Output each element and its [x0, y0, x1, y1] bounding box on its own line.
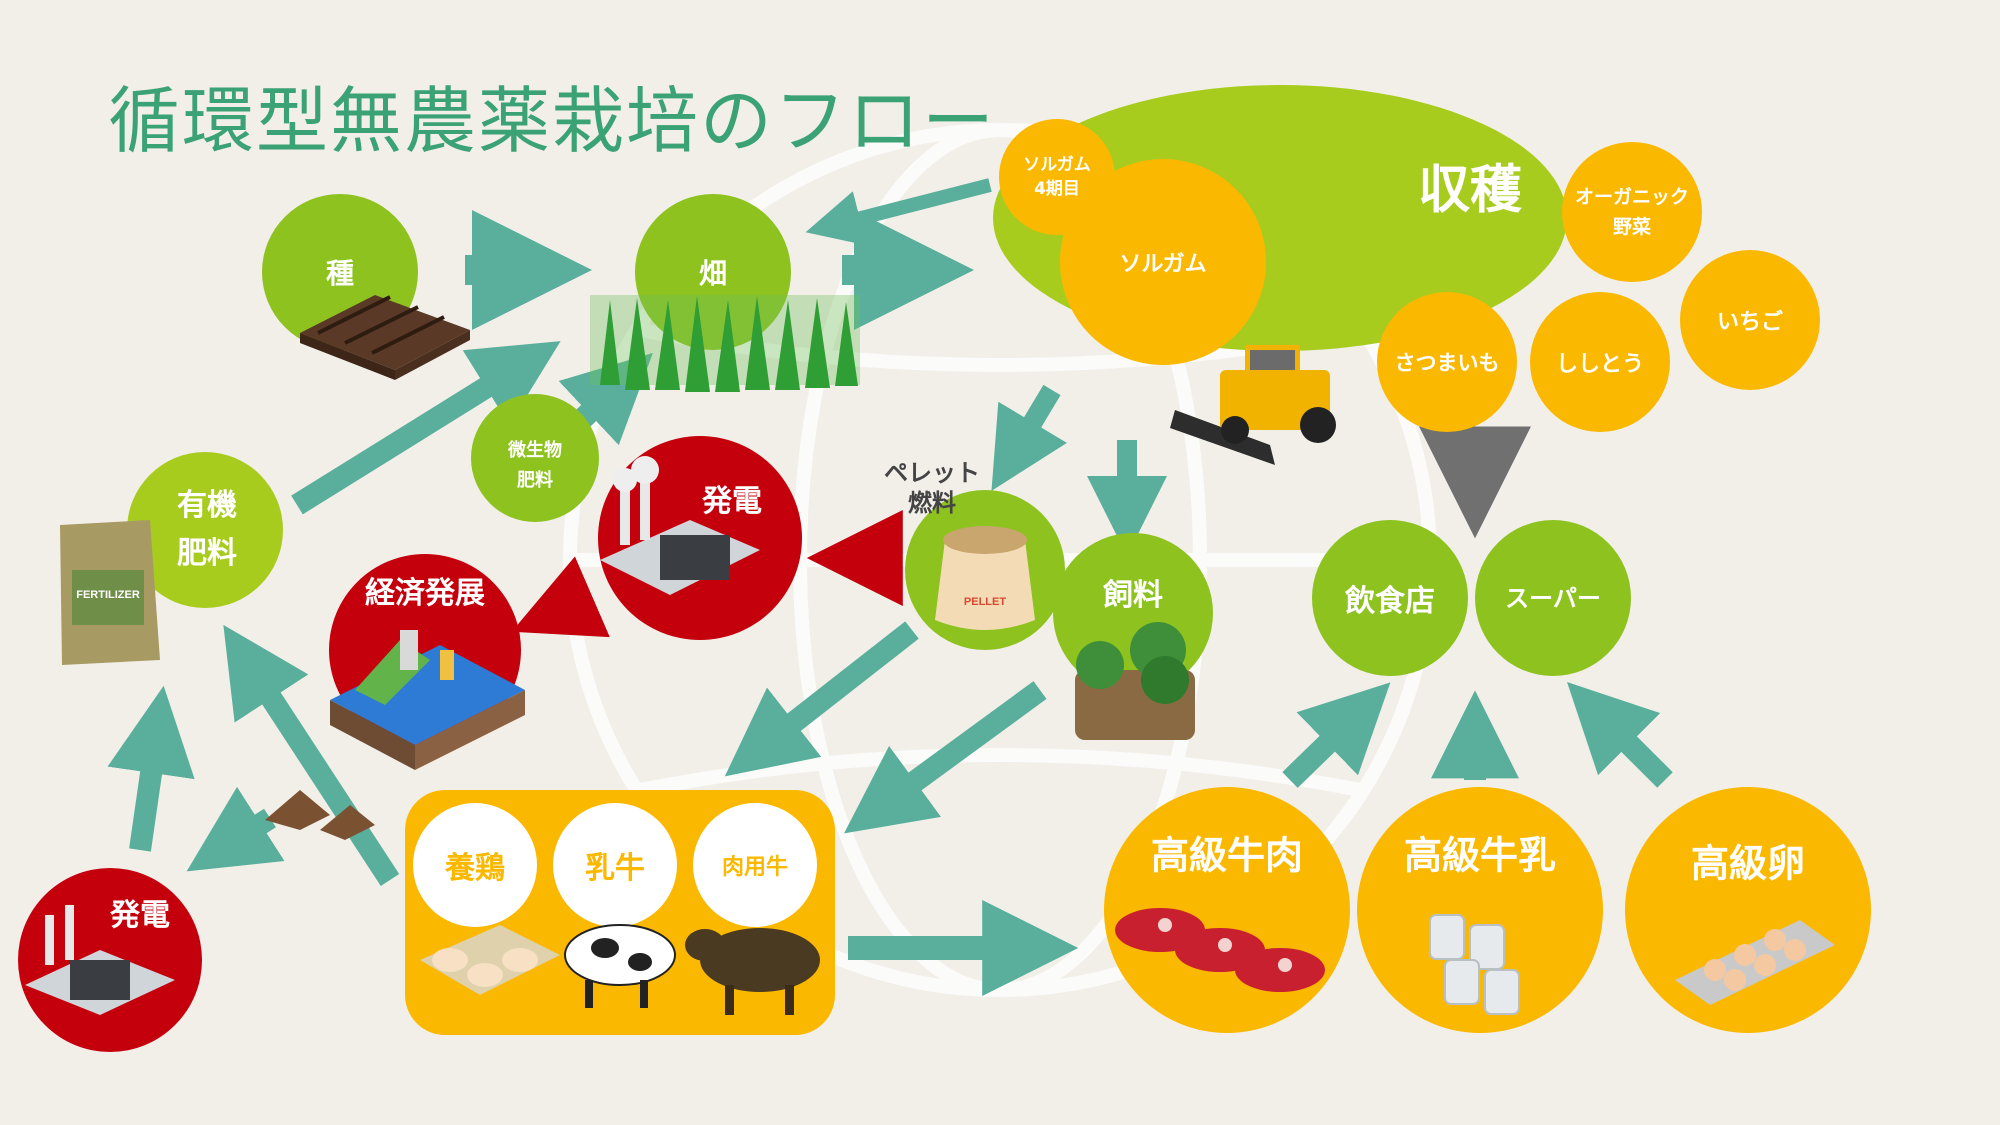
feed-label: 飼料 [1103, 578, 1163, 613]
organic-fert-label: 有機 肥料 [177, 482, 237, 578]
arrow-beef-to-restaurant [1282, 682, 1391, 788]
sorghum-circle [1060, 159, 1266, 365]
sweet-potato-label: さつまいも [1394, 351, 1500, 375]
beef-cattle-circle [693, 803, 817, 927]
sorghum-label: ソルガム [1119, 252, 1207, 277]
sorghum-4th-line1: ソルガム [1023, 155, 1091, 175]
premium-egg-circle [1625, 787, 1871, 1033]
power-bottom-label: 発電 [110, 898, 170, 933]
steak-icon [1115, 908, 1325, 992]
dairy-cow-label: 乳牛 [585, 851, 645, 886]
organic-veg-circle [1562, 142, 1702, 282]
strawberry-circle [1680, 250, 1820, 390]
microbe-label: 微生物 肥料 [508, 436, 562, 496]
supermarket-circle [1475, 520, 1631, 676]
milk-jugs-icon [1429, 914, 1520, 1015]
dairy-cow-icon [564, 924, 676, 1008]
arrow-microbe-to-field [558, 352, 653, 446]
pellet-line2: 燃料 [908, 489, 956, 517]
premium-beef-label: 高級牛肉 [1150, 833, 1304, 878]
power-plant-bottom-icon [25, 905, 175, 1015]
page-title: 循環型無農薬栽培のフロー [108, 79, 997, 163]
fertilizer-bag-icon [60, 520, 160, 665]
chicken-coop-icon [420, 925, 560, 995]
flow-arrows [107, 178, 1673, 996]
pellet-label: ペレット 燃料 [884, 458, 980, 518]
feed-sacks-icon [1075, 622, 1195, 740]
supermarket-label: スーパー [1505, 584, 1601, 613]
arrow-fert-to-field [291, 341, 561, 515]
sorghum-4th-line2: 4期目 [1034, 179, 1080, 199]
arrow-egg-to-supermarket [1566, 681, 1673, 788]
microbe-line1: 微生物 [508, 440, 562, 461]
beef-cattle-label: 肉用牛 [721, 855, 789, 880]
arrow-power-to-economy [511, 556, 610, 638]
city-icon [330, 630, 525, 770]
arrow-sorghum-to-field [805, 178, 992, 246]
strawberry-label: いちご [1716, 310, 1784, 335]
economy-label: 経済発展 [365, 576, 485, 611]
organic-veg-label: オーガニック 野菜 [1575, 182, 1689, 242]
beef-cattle-icon [685, 928, 820, 1015]
organic-fert-line2: 肥料 [177, 536, 237, 571]
restaurant-label: 飲食店 [1345, 584, 1435, 619]
harvest-label: 収穫 [1417, 160, 1523, 221]
premium-milk-label: 高級牛乳 [1403, 833, 1557, 878]
shishito-label: ししとう [1555, 352, 1645, 377]
soil-plot-icon [300, 295, 470, 380]
harvester-icon [1170, 345, 1336, 465]
seed-label: 種 [325, 257, 355, 290]
red-arrows [511, 510, 903, 638]
arrow-harvest-to-pellet [991, 384, 1067, 491]
field-circle [635, 194, 791, 350]
arrow-power-to-fert [107, 685, 195, 852]
crop-field-icon [590, 295, 860, 392]
sorghum-4th-label: ソルガム 4期目 [1023, 153, 1091, 201]
poultry-circle [413, 803, 537, 927]
premium-egg-label: 高級卵 [1690, 841, 1806, 886]
organic-fert-circle [127, 452, 283, 608]
arrow-livestock-to-fert [223, 624, 400, 887]
compost-pile-icon [265, 790, 375, 840]
microbe-circle [471, 394, 599, 522]
premium-milk-circle [1357, 787, 1603, 1033]
egg-carton-icon [1675, 920, 1835, 1005]
arrow-compost-to-power [186, 786, 285, 872]
restaurant-circle [1312, 520, 1468, 676]
pellet-bag-label: PELLET [964, 596, 1006, 608]
fertilizer-bag-label: FERTILIZER [76, 589, 140, 601]
power-top-label: 発電 [702, 484, 762, 519]
pellet-bag-icon [935, 526, 1035, 630]
microbe-line2: 肥料 [517, 470, 553, 491]
shishito-circle [1530, 292, 1670, 432]
field-label: 畑 [698, 257, 728, 290]
pellet-line1: ペレット [884, 459, 980, 487]
arrow-pellet-to-livestock [724, 621, 919, 777]
organic-fert-line1: 有機 [177, 488, 237, 523]
dairy-cow-circle [553, 803, 677, 927]
poultry-label: 養鶏 [445, 851, 505, 886]
arrow-feed-to-livestock [844, 681, 1047, 834]
sweet-potato-circle [1377, 292, 1517, 432]
power-plant-top-icon [600, 456, 760, 595]
organic-veg-line2: 野菜 [1612, 216, 1652, 238]
organic-veg-line1: オーガニック [1574, 186, 1690, 208]
